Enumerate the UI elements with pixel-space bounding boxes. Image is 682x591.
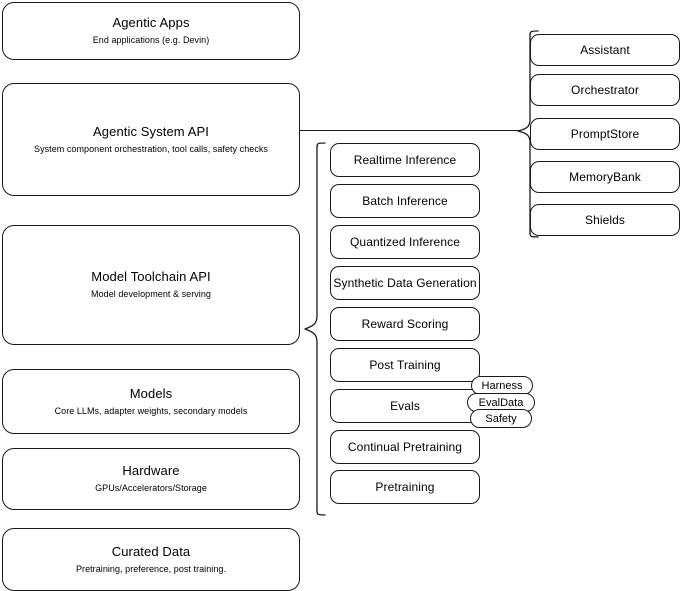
component-assistant[interactable]: Assistant <box>530 34 680 66</box>
component-label: MemoryBank <box>569 170 641 184</box>
eval-tag-label: Safety <box>485 412 517 425</box>
connector-system-api-to-components <box>300 130 519 132</box>
capability-label: Batch Inference <box>362 194 448 208</box>
stack-layer-title: Curated Data <box>111 543 191 559</box>
stack-layer-subtitle: Model development & serving <box>91 289 211 299</box>
component-memorybank[interactable]: MemoryBank <box>530 161 680 193</box>
component-label: PromptStore <box>570 127 640 141</box>
stack-layer-title: Hardware <box>122 463 180 478</box>
component-label: Orchestrator <box>571 83 639 97</box>
stack-layer-model-toolchain-api[interactable]: Model Toolchain API Model development & … <box>2 225 300 345</box>
stack-layer-subtitle: System component orchestration, tool cal… <box>34 143 268 154</box>
component-label: Assistant <box>580 43 630 57</box>
stack-layer-models[interactable]: Models Core LLMs, adapter weights, secon… <box>2 369 300 434</box>
stack-layer-subtitle: Pretraining, preference, post training. <box>75 563 227 574</box>
eval-tag-safety[interactable]: Safety <box>470 409 532 428</box>
capability-label: Reward Scoring <box>361 317 449 331</box>
stack-layer-hardware[interactable]: Hardware GPUs/Accelerators/Storage <box>2 448 300 510</box>
capability-label: Evals <box>390 399 420 413</box>
stack-layer-agentic-system-api[interactable]: Agentic System API System component orch… <box>2 83 300 196</box>
capability-synthetic-data-generation[interactable]: Synthetic Data Generation <box>330 266 480 300</box>
brace-toolchain <box>304 142 326 516</box>
capability-label: Pretraining <box>375 480 435 494</box>
capability-pretraining[interactable]: Pretraining <box>330 470 480 504</box>
eval-tag-label: Harness <box>481 379 523 392</box>
capability-evals[interactable]: Evals <box>330 389 480 423</box>
stack-layer-title: Models <box>129 385 173 401</box>
stack-layer-curated-data[interactable]: Curated Data Pretraining, preference, po… <box>2 528 300 591</box>
eval-tag-evaldata[interactable]: EvalData <box>467 393 535 412</box>
stack-layer-agentic-apps[interactable]: Agentic Apps End applications (e.g. Devi… <box>2 2 300 60</box>
capability-label: Synthetic Data Generation <box>333 276 477 290</box>
eval-tag-label: EvalData <box>478 396 524 409</box>
stack-layer-title: Agentic System API <box>93 123 209 139</box>
capability-continual-pretraining[interactable]: Continual Pretraining <box>330 430 480 464</box>
stack-layer-subtitle: End applications (e.g. Devin) <box>92 35 210 45</box>
capability-realtime-inference[interactable]: Realtime Inference <box>330 143 480 177</box>
stack-layer-title: Agentic Apps <box>112 15 190 30</box>
stack-layer-title: Model Toolchain API <box>91 269 211 284</box>
component-promptstore[interactable]: PromptStore <box>530 118 680 150</box>
component-shields[interactable]: Shields <box>530 204 680 236</box>
capability-batch-inference[interactable]: Batch Inference <box>330 184 480 218</box>
capability-label: Quantized Inference <box>350 235 460 249</box>
capability-post-training[interactable]: Post Training <box>330 348 480 382</box>
capability-label: Post Training <box>369 358 441 372</box>
capability-label: Realtime Inference <box>353 153 457 167</box>
component-label: Shields <box>584 213 626 227</box>
stack-layer-subtitle: GPUs/Accelerators/Storage <box>95 483 207 493</box>
brace-agentic-components <box>517 30 539 238</box>
stack-layer-subtitle: Core LLMs, adapter weights, secondary mo… <box>54 405 248 416</box>
component-orchestrator[interactable]: Orchestrator <box>530 74 680 106</box>
capability-reward-scoring[interactable]: Reward Scoring <box>330 307 480 341</box>
capability-label: Continual Pretraining <box>347 440 463 454</box>
capability-quantized-inference[interactable]: Quantized Inference <box>330 225 480 259</box>
